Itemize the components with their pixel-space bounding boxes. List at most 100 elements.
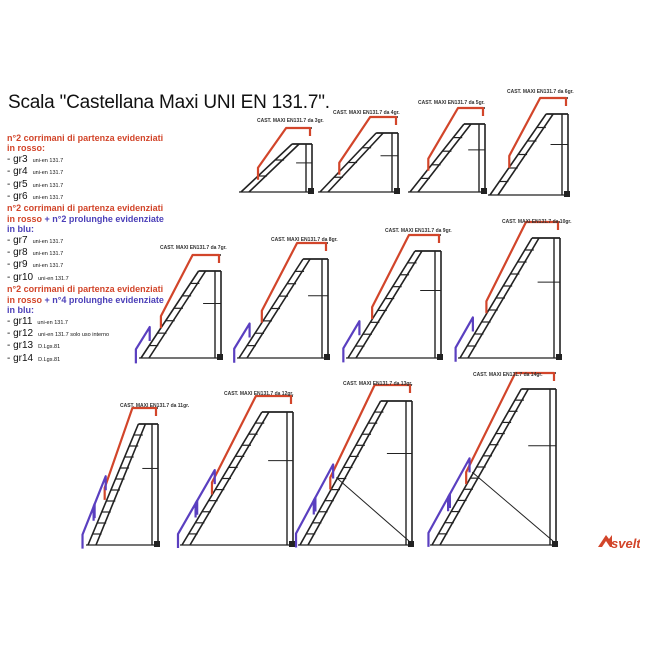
start-handrail	[371, 233, 441, 320]
start-handrail	[427, 106, 485, 171]
wheel	[324, 354, 330, 360]
ladder-stringer	[409, 123, 465, 193]
ladder-stringer	[489, 113, 547, 196]
wheel	[481, 188, 487, 194]
ladder-stringer	[347, 250, 416, 359]
ladder-diagram: CAST. MAXI EN131.7 da 10gr.	[454, 219, 572, 362]
diagram-caption: CAST. MAXI EN131.7 da 5gr.	[418, 100, 485, 106]
ladder-stringer	[307, 400, 389, 546]
ladder-diagram: CAST. MAXI EN131.7 da 11gr.	[81, 403, 190, 549]
legend-group2-header-line1: n°2 corrimani di partenza evidenziati	[7, 203, 164, 214]
start-handrail	[256, 126, 312, 180]
ladder-diagram: CAST. MAXI EN131.7 da 3gr.	[239, 118, 324, 194]
svelt-logo: svelt	[598, 535, 640, 551]
legend-group2-header-line2: in rosso + n°2 prolunghe evidenziate	[7, 213, 164, 224]
legend-group1-header-line1: n°2 corrimani di partenza evidenziati	[7, 133, 164, 143]
ladder-stringer	[248, 143, 300, 193]
wheel	[154, 541, 160, 547]
ladder-stringer	[355, 250, 423, 359]
legend-group2-header-line3: in blu:	[7, 224, 34, 235]
ladder-stringer	[140, 270, 200, 359]
wheel	[408, 541, 414, 547]
extension-handrail	[447, 457, 471, 512]
start-handrail	[103, 406, 158, 500]
extension-handrail	[176, 499, 199, 549]
ladder-stringer	[299, 400, 382, 546]
extension-handrail	[194, 469, 216, 518]
extension-handrail	[312, 463, 335, 515]
ladder-diagram: CAST. MAXI EN131.7 da 6gr.	[488, 89, 574, 197]
wheel	[289, 541, 295, 547]
start-handrail	[260, 241, 328, 323]
ladder-diagram: CAST. MAXI EN131.7 da 13gr.	[294, 381, 414, 548]
diagram-caption: CAST. MAXI EN131.7 da 14gr.	[473, 372, 543, 378]
ladder-diagram: CAST. MAXI EN131.7 da 14gr.	[427, 371, 558, 547]
diagram-caption: CAST. MAXI EN131.7 da 4gr.	[333, 110, 400, 116]
ladder-stringer	[87, 423, 140, 546]
diagram-caption: CAST. MAXI EN131.7 da 13gr.	[343, 381, 413, 387]
ladder-diagram: CAST. MAXI EN131.7 da 4gr.	[318, 110, 400, 194]
diagram-caption: CAST. MAXI EN131.7 da 11gr.	[120, 403, 190, 409]
brace	[471, 471, 554, 542]
page-title: Scala "Castellana Maxi UNI EN 131.7".	[8, 92, 330, 113]
ladder-stringer	[240, 143, 293, 193]
start-handrail	[338, 115, 398, 175]
diagram-caption: CAST. MAXI EN131.7 da 3gr.	[257, 118, 324, 124]
legend-group1-header-line2: in rosso:	[7, 143, 46, 154]
start-handrail	[329, 383, 412, 490]
wheel	[552, 541, 558, 547]
legend-group3-header-line3: in blu:	[7, 305, 34, 316]
start-handrail	[465, 371, 556, 485]
brace	[335, 477, 410, 542]
wheel	[564, 191, 570, 197]
wheel	[308, 188, 314, 194]
extension-handrail	[233, 322, 251, 363]
start-handrail	[485, 220, 560, 314]
extension-handrail	[92, 475, 107, 521]
diagram-caption: CAST. MAXI EN131.7 da 12gr.	[224, 391, 294, 397]
ladder-diagram: CAST. MAXI EN131.7 da 12gr.	[176, 391, 295, 549]
ladder-diagram: CAST. MAXI EN131.7 da 8gr.	[233, 237, 338, 363]
ladder-stringer	[148, 270, 207, 359]
legend: n°2 corrimani di partenza evidenziati in…	[7, 133, 167, 365]
diagram-caption: CAST. MAXI EN131.7 da 9gr.	[385, 228, 452, 234]
ladder-diagram: CAST. MAXI EN131.7 da 7gr.	[134, 245, 227, 364]
extension-handrail	[454, 316, 474, 362]
extension-handrail	[342, 320, 361, 363]
ladder-stringer	[238, 258, 304, 359]
diagram-caption: CAST. MAXI EN131.7 da 6gr.	[507, 89, 574, 95]
legend-group3-header-line1: n°2 corrimani di partenza evidenziati	[7, 284, 164, 295]
diagram-caption: CAST. MAXI EN131.7 da 10gr.	[502, 219, 572, 225]
diagram-caption: CAST. MAXI EN131.7 da 8gr.	[271, 237, 338, 243]
extension-handrail	[134, 325, 151, 364]
wheel	[394, 188, 400, 194]
extension-handrail	[294, 496, 317, 548]
svg-text:svelt: svelt	[611, 536, 640, 551]
ladder-diagram: CAST. MAXI EN131.7 da 5gr.	[408, 100, 487, 194]
ladder-stringer	[95, 423, 147, 546]
extension-handrail	[427, 492, 451, 547]
diagram-caption: CAST. MAXI EN131.7 da 7gr.	[160, 245, 227, 251]
wheel	[556, 354, 562, 360]
wheel	[437, 354, 443, 360]
start-handrail	[508, 96, 568, 168]
ladder-diagram: CAST. MAXI EN131.7 da 9gr.	[342, 228, 452, 363]
start-handrail	[159, 253, 221, 329]
start-handrail	[210, 394, 293, 495]
legend-group3-header-line2: in rosso + n°4 prolunghe evidenziate	[7, 294, 164, 305]
wheel	[217, 354, 223, 360]
